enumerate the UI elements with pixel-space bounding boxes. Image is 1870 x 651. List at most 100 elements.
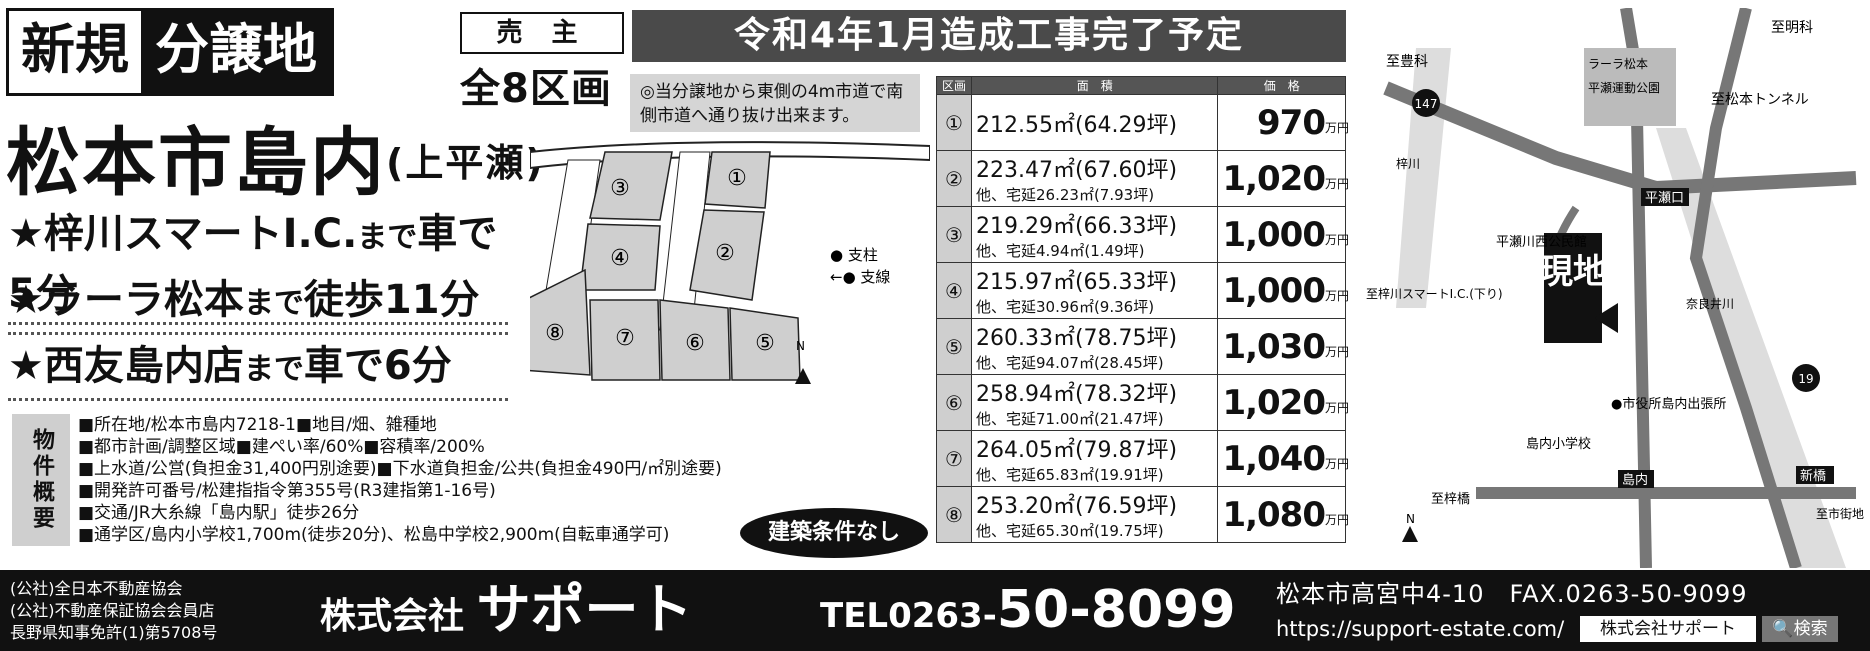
row-lot: ⑥ <box>936 374 972 431</box>
seller-label: 売 主 <box>460 12 624 54</box>
feature-1-made: まで <box>357 220 418 255</box>
row-area: 212.55㎡(64.29坪) <box>970 94 1219 151</box>
table-row: ③ 219.29㎡(66.33坪)他、宅延4.94㎡(1.49坪) 1,000万… <box>936 206 1350 263</box>
title-banner: 新規 分譲地 <box>6 8 334 96</box>
map-hirase-guchi: 平瀬口 <box>1645 191 1684 206</box>
price-unit: 万円 <box>1325 176 1350 191</box>
assoc-line: (公社)不動産保証協会会員店 <box>10 601 215 620</box>
feature-2-place: ラーラ松本 <box>43 277 244 323</box>
row-area: 215.97㎡(65.33坪)他、宅延30.96㎡(9.36坪) <box>970 262 1219 319</box>
map-park: 平瀬運動公園 <box>1588 81 1660 95</box>
map-to-toyoshina: 至豊科 <box>1386 54 1428 70</box>
footer: (公社)全日本不動産協会 (公社)不動産保証協会会員店 長野県知事免許(1)第5… <box>0 570 1870 651</box>
row-area: 260.33㎡(78.75坪)他、宅延94.07㎡(28.45坪) <box>970 318 1219 375</box>
outline-line: ■交通/JR大糸線「島内駅」徒歩26分 <box>78 503 360 523</box>
map-to-city: 至市街地 <box>1816 506 1864 521</box>
site-pointer <box>1594 303 1618 333</box>
feature-1-time: 車で5分 <box>8 211 498 317</box>
assoc-line: 長野県知事免許(1)第5708号 <box>10 623 218 642</box>
price-value: 1,030 <box>1222 326 1326 367</box>
property-outline: ■所在地/松本市島内7218-1■地目/畑、雑種地 ■都市計画/調整区域■建ぺい… <box>78 414 728 546</box>
map-kominkan: 平瀬川西公民館 <box>1496 235 1587 250</box>
tel-prefix: TEL0263- <box>820 596 997 636</box>
row-area: 258.94㎡(78.32坪)他、宅延71.00㎡(21.47坪) <box>970 374 1219 431</box>
price-unit: 万円 <box>1325 232 1350 247</box>
area-main: 260.33㎡(78.75坪) <box>976 326 1178 351</box>
genchi-text: 現地 <box>1539 252 1607 292</box>
lot-1-label: ① <box>727 166 747 191</box>
row-lot: ⑧ <box>936 486 972 543</box>
lot-6 <box>659 299 731 381</box>
lot-7-label: ⑦ <box>615 326 635 351</box>
star-icon: ★ <box>8 343 44 389</box>
row-price: 1,020万円 <box>1217 150 1350 207</box>
col-lot: 区画 <box>936 76 972 95</box>
map-route-147: 147 <box>1415 97 1438 111</box>
address: 松本市高宮中4-10 FAX.0263-50-9099 <box>1276 580 1748 608</box>
row-area: 253.20㎡(76.59坪)他、宅延65.30㎡(19.75坪) <box>970 486 1219 543</box>
lot-8-label: ⑧ <box>545 321 565 346</box>
lot-2 <box>689 209 765 301</box>
tel-number: 50-8099 <box>996 580 1236 640</box>
feature-2: ★ラーラ松本まで徒歩11分 <box>8 272 508 335</box>
legend-pole: ● 支柱 <box>830 246 878 264</box>
shinbashi-box <box>1796 466 1834 484</box>
row-price: 1,020万円 <box>1217 374 1349 431</box>
lot-1 <box>704 151 771 209</box>
genchi-label: 現地 <box>1539 252 1607 292</box>
row-price: 1,080万円 <box>1217 486 1349 543</box>
table-row: ④ 215.97㎡(65.33坪)他、宅延30.96㎡(9.36坪) 1,000… <box>936 262 1350 319</box>
search-button[interactable]: 🔍検索 <box>1762 616 1838 642</box>
price-unit: 万円 <box>1325 120 1350 135</box>
map-route-19: 19 <box>1798 372 1813 386</box>
lot-7 <box>589 299 661 381</box>
route-147-road <box>1383 81 1857 196</box>
area-main: 219.29㎡(66.33坪) <box>976 214 1178 239</box>
phone-number[interactable]: TEL0263-50-8099 <box>820 578 1236 648</box>
price-unit: 万円 <box>1325 344 1350 359</box>
road-note: ◎当分譲地から東側の4m市道で南側市道へ通り抜け出来ます。 <box>630 74 920 132</box>
map-school: 島内小学校 <box>1526 436 1591 452</box>
map-to-tunnel: 至松本トンネル <box>1711 92 1809 108</box>
table-header: 区画 面 積 価 格 <box>936 76 1346 95</box>
area-extra: 他、宅延30.96㎡(9.36坪) <box>976 298 1155 316</box>
row-lot: ⑦ <box>936 430 972 487</box>
location-main: 松本市島内 <box>6 120 386 206</box>
price-value: 1,020 <box>1222 158 1326 199</box>
outline-line: ■通学区/島内小学校1,700m(徒歩20分)、松島中学校2,900m(自転車通… <box>78 525 670 545</box>
company-brand: サポート <box>476 578 693 641</box>
row-lot: ⑤ <box>936 318 972 375</box>
row-price: 970万円 <box>1217 94 1350 151</box>
lot-6-label: ⑥ <box>685 331 705 356</box>
lot-3-label: ③ <box>610 176 630 201</box>
company-prefix: 株式会社 <box>320 596 465 637</box>
price-value: 1,020 <box>1222 382 1326 423</box>
lot-price-table: 区画 面 積 価 格 ① 212.55㎡(64.29坪) 970万円 ② 223… <box>936 76 1350 543</box>
lot-count: 全8区画 <box>460 66 612 112</box>
outline-line: ■都市計画/調整区域■建ぺい率/60%■容積率/200% <box>78 437 485 457</box>
row-price: 1,000万円 <box>1217 262 1350 319</box>
search-input[interactable]: 株式会社サポート <box>1580 616 1756 642</box>
route-19-icon <box>1792 364 1820 392</box>
area-extra: 他、宅延65.83㎡(19.91坪) <box>976 466 1164 484</box>
area-extra: 他、宅延65.30㎡(19.75坪) <box>976 522 1164 540</box>
route-19-road <box>1689 8 1802 568</box>
lot-4 <box>579 223 661 291</box>
company-name: 株式会社 サポート <box>320 580 693 647</box>
outline-label: 物件概要 <box>12 414 70 546</box>
table-row: ⑧ 253.20㎡(76.59坪)他、宅延65.30㎡(19.75坪) 1,08… <box>936 486 1349 543</box>
map-north-arrow-icon <box>1402 526 1418 542</box>
price-unit: 万円 <box>1325 456 1350 471</box>
area-main: 258.94㎡(78.32坪) <box>976 382 1178 407</box>
price-value: 1,080 <box>1222 494 1326 535</box>
association-info: (公社)全日本不動産協会 (公社)不動産保証協会会員店 長野県知事免許(1)第5… <box>10 578 217 644</box>
price-unit: 万円 <box>1325 288 1350 303</box>
location-sub: (上平瀬) <box>386 141 545 185</box>
azusa-river <box>1396 48 1451 308</box>
plot-plan: ③ ① ④ ② ⑧ ⑦ ⑥ ⑤ ● 支柱 ←● 支線 N <box>530 141 930 384</box>
area-extra: 他、宅延26.23㎡(7.93坪) <box>976 186 1155 204</box>
col-area: 面 積 <box>970 76 1219 95</box>
map-shiyakusho: ●市役所島内出張所 <box>1611 396 1726 412</box>
website-url[interactable]: https://support-estate.com/ <box>1276 617 1565 641</box>
lot-5-label: ⑤ <box>755 331 775 356</box>
